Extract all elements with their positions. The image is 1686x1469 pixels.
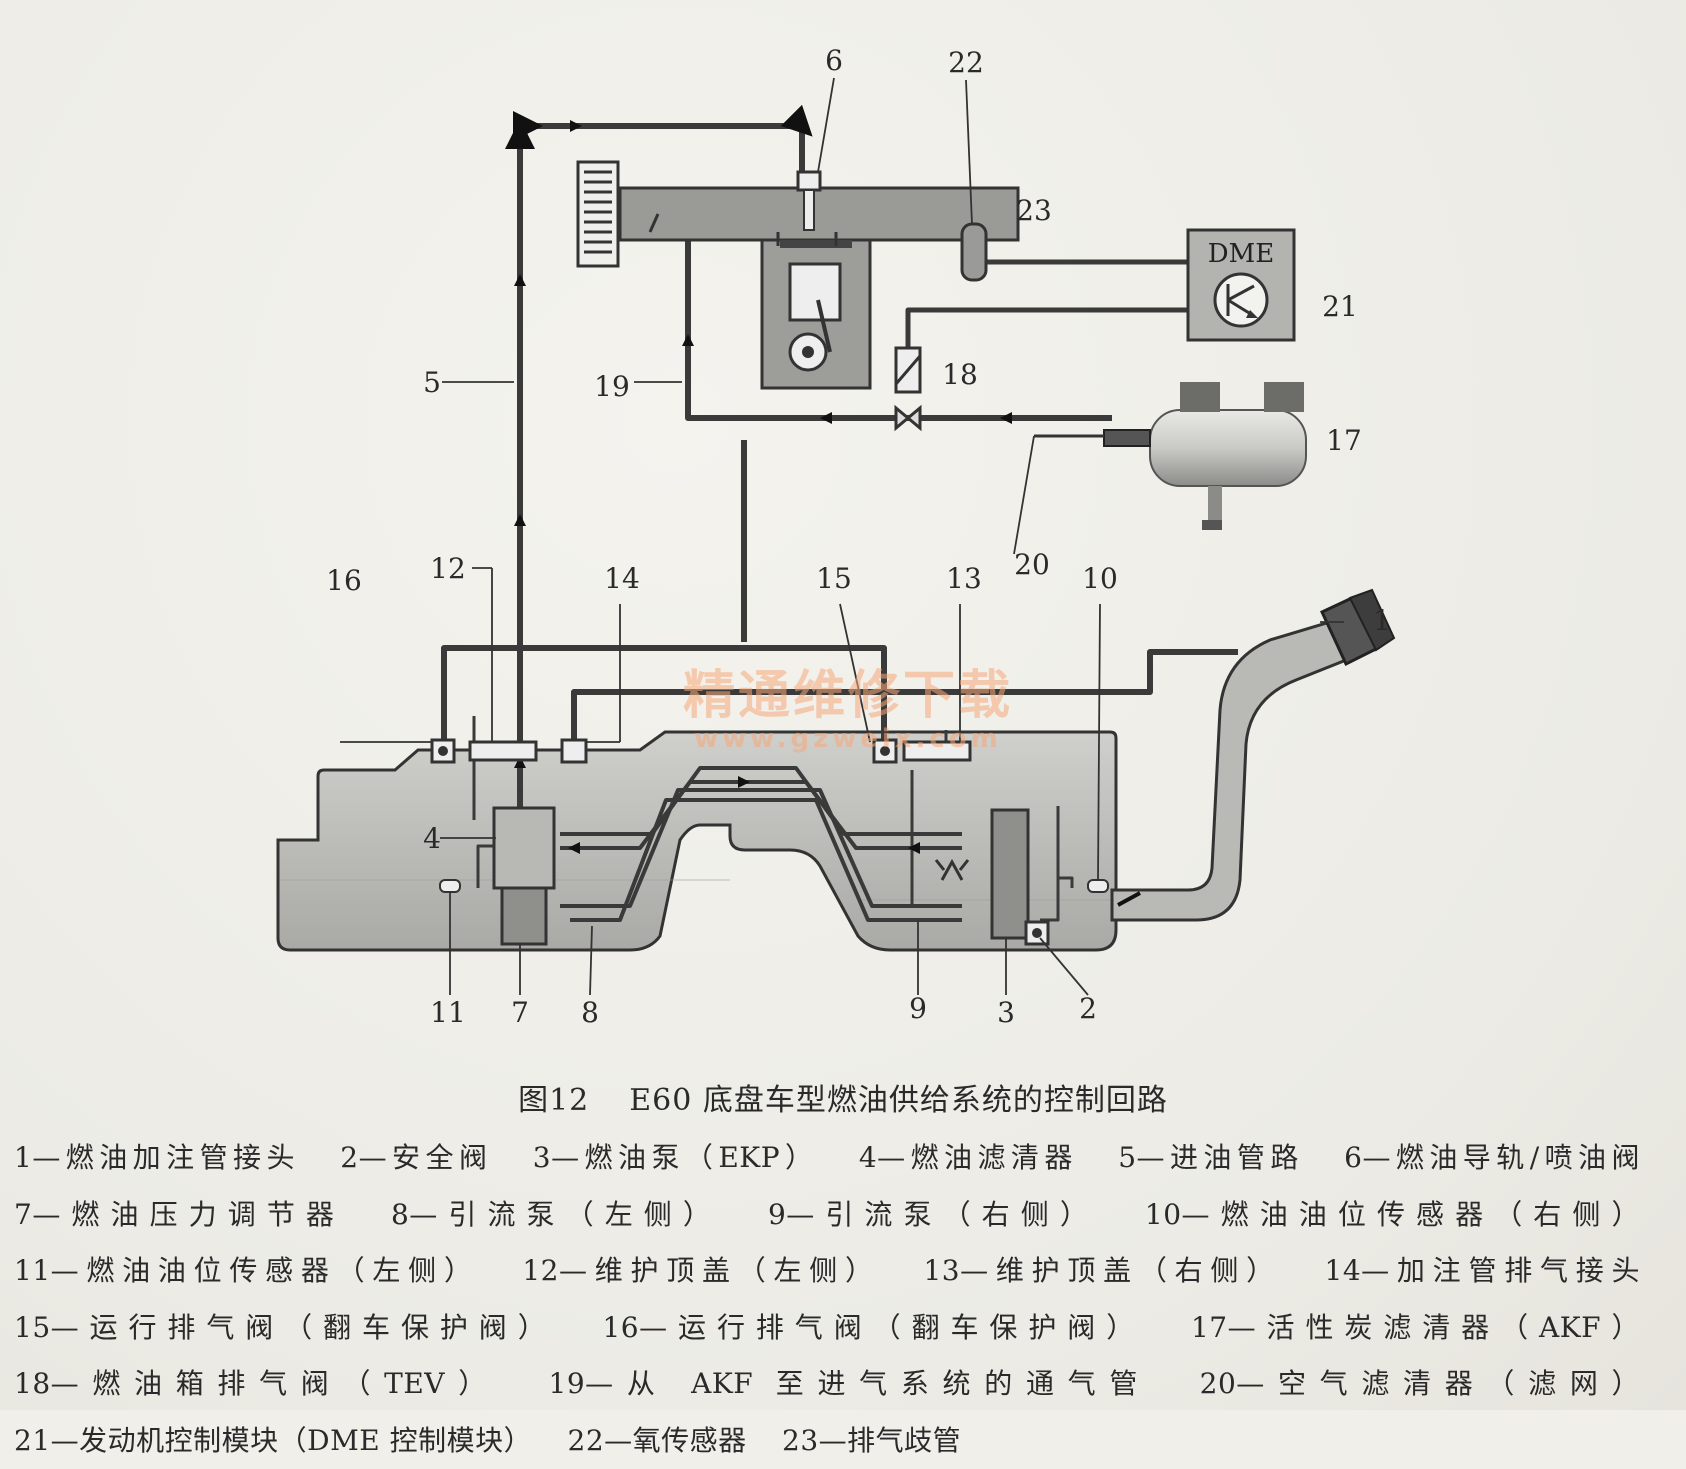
callout-2: 2 — [1079, 992, 1097, 1025]
jet-pump-right — [934, 858, 970, 881]
level-sensor-left — [439, 879, 461, 893]
tank-vent-valve — [894, 346, 922, 432]
rollover-valve-right — [872, 738, 898, 764]
callout-14: 14 — [604, 562, 640, 595]
callout-21: 21 — [1322, 290, 1358, 323]
legend-item: 1—燃油加注管接头 — [14, 1141, 300, 1174]
oxygen-sensor — [960, 222, 988, 282]
legend-item: 23—排气歧管 — [782, 1423, 962, 1457]
callout-13: 13 — [946, 562, 982, 595]
figure-title: E60 底盘车型燃油供给系统的控制回路 — [629, 1083, 1168, 1118]
legend-item: 5—进油管路 — [1118, 1141, 1304, 1174]
callout-18: 18 — [942, 358, 978, 391]
fuel-tank — [276, 730, 1118, 952]
injector — [796, 170, 822, 231]
legend-item: 15—运行排气阀（翻车保护阀） — [14, 1310, 557, 1344]
legend-item: 14—加注管排气接头 — [1324, 1254, 1640, 1287]
callout-7: 7 — [511, 996, 529, 1029]
service-cover-left — [468, 740, 538, 762]
callout-labels: 1 2 3 4 5 6 7 8 9 10 11 12 13 14 15 16 1… — [326, 44, 1391, 1029]
callout-10: 10 — [1082, 562, 1118, 595]
callout-12: 12 — [430, 552, 466, 585]
legend-item: 21—发动机控制模块（DME 控制模块） — [14, 1423, 533, 1457]
safety-valve — [1024, 920, 1050, 946]
callout-11: 11 — [430, 996, 466, 1029]
callout-8: 8 — [581, 996, 599, 1029]
callout-1: 1 — [1373, 604, 1391, 637]
legend-item: 17—活性炭滤清器（AKF） — [1190, 1310, 1640, 1344]
filler-neck — [1110, 588, 1396, 922]
callout-23: 23 — [1016, 194, 1052, 227]
callout-15: 15 — [816, 562, 852, 595]
legend-item: 2—安全阀 — [340, 1141, 493, 1174]
legend-item: 20—空气滤清器（滤网） — [1199, 1367, 1641, 1400]
service-cover-right — [902, 740, 972, 762]
legend-item: 13—维护顶盖（右侧） — [923, 1254, 1282, 1287]
legend-item: 22—氧传感器 — [567, 1423, 747, 1457]
flow-arrows — [514, 120, 1012, 854]
filler-vent-connector — [560, 738, 588, 764]
radiator — [576, 160, 620, 268]
legend-item: 16—运行排气阀（翻车保护阀） — [602, 1310, 1146, 1344]
figure-caption: 图12 E60 底盘车型燃油供给系统的控制回路 — [0, 1075, 1686, 1119]
legend-item: 9—引流泵（右侧） — [767, 1197, 1099, 1231]
dme-label: DME — [1208, 239, 1274, 269]
callout-19: 19 — [594, 370, 630, 403]
pressure-regulator — [500, 886, 548, 946]
legend-item: 3—燃油泵（EKP） — [532, 1141, 819, 1174]
fuel-system-diagram: DME — [276, 44, 1396, 1029]
callout-4: 4 — [423, 822, 441, 855]
callout-6: 6 — [825, 44, 843, 77]
callout-20: 20 — [1014, 548, 1050, 581]
callout-5: 5 — [423, 366, 441, 399]
leader-lines — [340, 77, 1344, 996]
legend: 1—燃油加注管接头 2—安全阀 3—燃油泵（EKP） 4—燃油滤清器 5—进油管… — [14, 1130, 1666, 1469]
dme-control-module: DME — [1186, 228, 1296, 342]
callout-9: 9 — [909, 992, 927, 1025]
level-sensor-right — [1087, 879, 1109, 893]
legend-item: 11—燃油油位传感器（左侧） — [14, 1254, 480, 1287]
callout-17: 17 — [1326, 424, 1362, 457]
legend-item: 12—维护顶盖（左侧） — [522, 1254, 881, 1287]
rollover-valve-left — [430, 738, 456, 764]
exhaust-manifold — [618, 186, 1020, 242]
callout-16: 16 — [326, 564, 362, 597]
legend-item: 19—从 AKF 至进气系统的通气管 — [548, 1367, 1152, 1400]
callout-3: 3 — [997, 996, 1015, 1029]
legend-item: 4—燃油滤清器 — [858, 1141, 1078, 1174]
legend-item: 18—燃油箱排气阀（TEV） — [14, 1367, 500, 1400]
fuel-pump — [990, 808, 1030, 940]
legend-item: 7—燃油压力调节器 — [14, 1197, 345, 1231]
legend-item: 6—燃油导轨/喷油阀 — [1344, 1141, 1640, 1174]
fuel-filter — [492, 806, 556, 890]
callout-22: 22 — [948, 46, 984, 79]
engine-cylinder — [760, 232, 872, 390]
activated-carbon-canister — [1103, 382, 1307, 530]
legend-item: 8—引流泵（左侧） — [390, 1197, 722, 1231]
fuel-lines — [441, 104, 1238, 922]
figure-number: 图12 — [518, 1083, 590, 1118]
legend-item: 10—燃油油位传感器（右侧） — [1144, 1197, 1640, 1231]
